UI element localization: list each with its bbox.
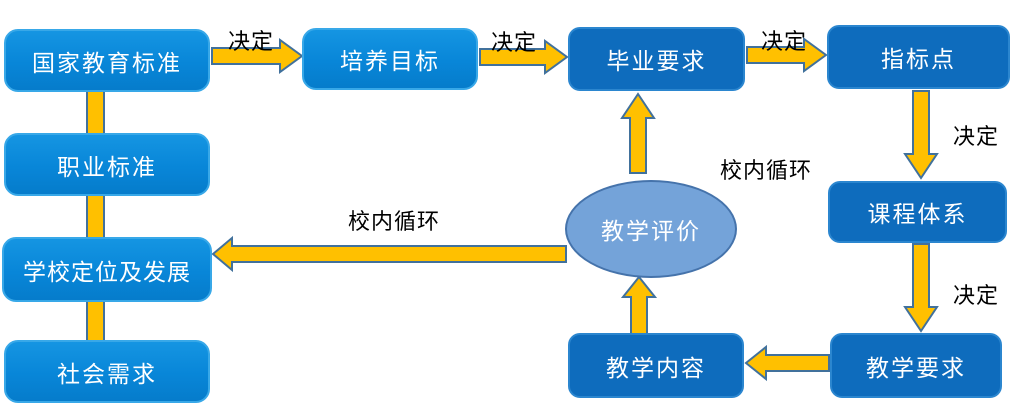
node-curriculum-system: 课程体系: [828, 181, 1007, 243]
node-professional-standard: 职业标准: [4, 133, 210, 196]
edge-label-decide-5: 决定: [953, 284, 1000, 309]
node-national-education-standard: 国家教育标准: [4, 29, 210, 92]
edge-label-decide-4: 决定: [953, 125, 1000, 150]
arrow-standard-to-objectives: [211, 38, 304, 74]
node-teaching-evaluation: 教学评价: [565, 180, 737, 278]
arrow-evaluation-to-school: [211, 235, 567, 273]
node-teaching-content: 教学内容: [568, 333, 744, 398]
node-social-needs: 社会需求: [4, 340, 210, 403]
arrow-graduation-to-indicator: [746, 37, 828, 73]
arrow-curriculum-to-requirements: [903, 243, 939, 333]
edge-label-decide-2: 决定: [491, 31, 538, 56]
connector-standard-professional: [86, 89, 105, 136]
connector-school-social: [86, 299, 105, 343]
edge-label-internal-loop-left: 校内循环: [348, 210, 441, 235]
node-school-positioning-development: 学校定位及发展: [2, 237, 212, 302]
node-graduation-requirements: 毕业要求: [568, 27, 745, 91]
node-teaching-requirements: 教学要求: [830, 333, 1002, 398]
arrow-content-to-evaluation: [620, 275, 658, 335]
arrow-indicator-to-curriculum: [903, 90, 939, 180]
edge-label-decide-1: 决定: [228, 30, 275, 55]
node-training-objectives: 培养目标: [302, 28, 478, 90]
edge-label-decide-3: 决定: [761, 30, 808, 55]
arrow-requirements-to-content: [744, 344, 830, 382]
arrow-objectives-to-graduation: [479, 39, 569, 75]
edge-label-internal-loop-top: 校内循环: [720, 159, 813, 184]
arrow-evaluation-to-graduation: [620, 92, 656, 174]
node-indicator-points: 指标点: [827, 25, 1010, 89]
connector-professional-school: [86, 193, 105, 240]
